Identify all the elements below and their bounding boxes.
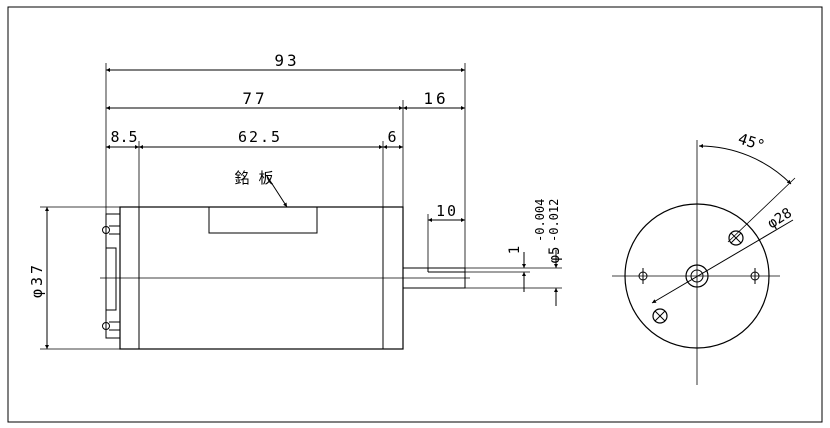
mounting-hole-bottom-cross-2	[654, 310, 666, 322]
terminal-bracket	[105, 247, 117, 311]
shaft-hub-inner	[690, 269, 704, 283]
dim-line-hole-circle	[651, 219, 794, 304]
dim-body-diameter: φ37	[28, 262, 46, 298]
shaft-hub	[685, 264, 709, 288]
dim-front-cap-length: 6	[387, 128, 396, 146]
nameplate-label: 銘 板	[234, 169, 273, 187]
side-view: 93 77 16 8.5 62.5 6 10 φ37 φ5 -0.004 -0.…	[28, 51, 563, 350]
terminal-bottom	[102, 322, 110, 330]
nameplate	[208, 206, 318, 234]
terminal-top	[102, 226, 110, 234]
dim-shaft-diameter: φ5	[547, 247, 563, 264]
dim-can-length: 62.5	[238, 128, 282, 146]
dim-hole-angle: 45°	[736, 129, 767, 154]
mounting-hole-top-cross-2	[730, 232, 742, 244]
mounting-hole-top	[728, 230, 744, 246]
nameplate-leader	[266, 175, 288, 208]
dim-shaft-tolerance-upper: -0.004	[533, 199, 547, 242]
dim-shaft-tolerance-lower: -0.012	[547, 199, 561, 242]
dim-arc-hole-angle	[698, 143, 792, 185]
shaft	[402, 267, 466, 289]
dim-overall-length: 93	[274, 51, 299, 70]
mounting-hole-bottom	[652, 308, 668, 324]
end-view: φ28 45°	[612, 129, 796, 385]
dim-shaft-flat-length: 10	[436, 202, 458, 220]
dim-shaft-extension: 16	[423, 89, 448, 108]
dim-body-length: 77	[242, 89, 267, 108]
angle-ext-line	[727, 177, 796, 243]
drawing-frame	[7, 6, 823, 423]
dim-flat-depth: 1	[507, 246, 523, 254]
dim-rear-cap-length: 8.5	[110, 128, 137, 146]
